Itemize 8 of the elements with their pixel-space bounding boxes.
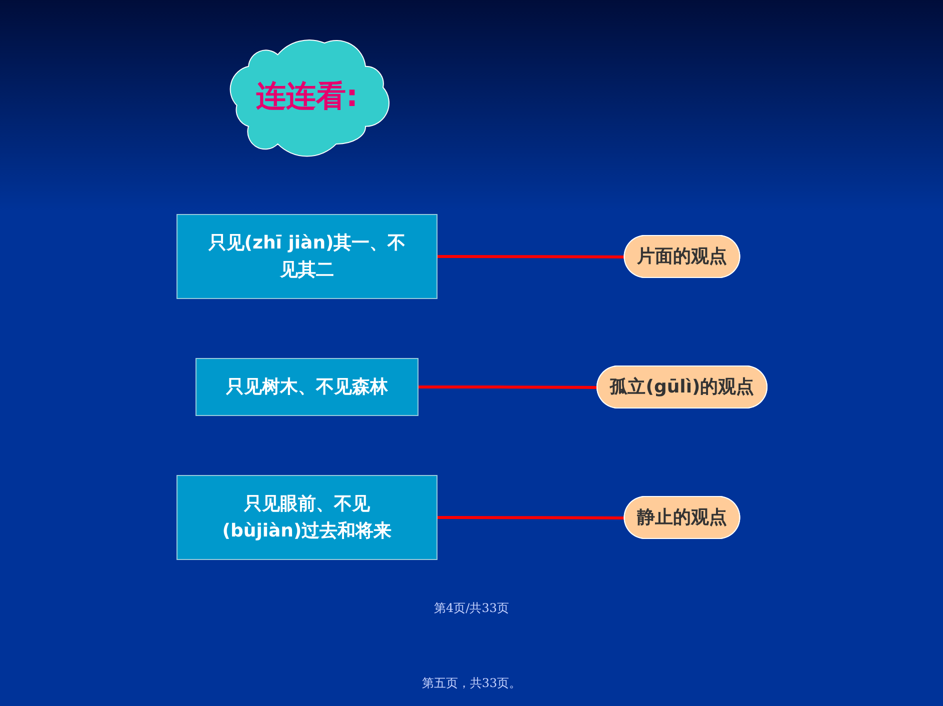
node-box: 只见眼前、不见(bùjiàn)过去和将来 — [176, 475, 437, 560]
connector — [418, 386, 598, 390]
connector — [436, 516, 624, 520]
page-number: 第4页/共33页 — [434, 600, 509, 617]
connector — [436, 255, 624, 259]
node-box: 只见树木、不见森林 — [195, 358, 418, 416]
node-box: 只见(zhī jiàn)其一、不见其二 — [176, 214, 437, 300]
page-number: 第五页，共33页。 — [422, 675, 522, 692]
